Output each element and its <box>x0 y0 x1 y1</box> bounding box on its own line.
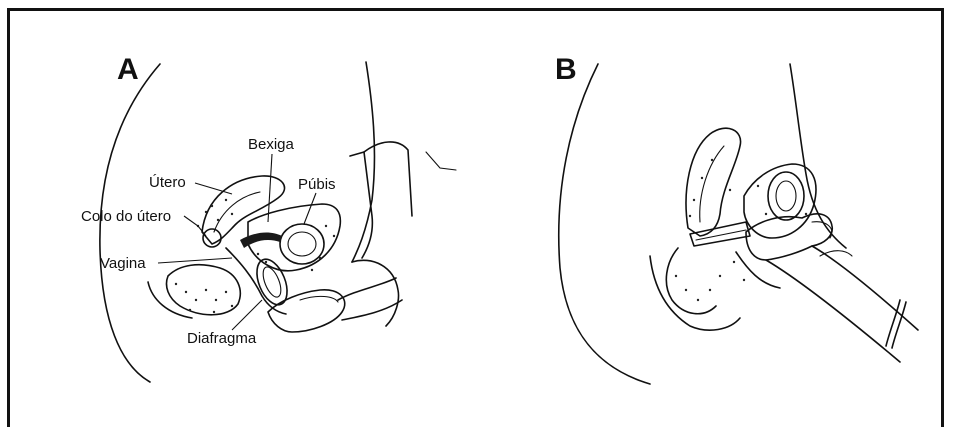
panel-a-finger <box>300 296 338 302</box>
label-pubis: Púbis <box>298 176 336 193</box>
panel-b-shading <box>675 159 807 301</box>
panel-b-back-outline <box>559 64 650 384</box>
panel-b-hand <box>746 214 832 260</box>
panel-a-pubic-bone-inner <box>288 232 316 256</box>
label-diafragma: Diafragma <box>187 330 257 347</box>
panel-b-pubic-bone <box>768 172 804 220</box>
panel-a-rectum <box>167 265 241 315</box>
panel-b-forearm <box>766 246 918 362</box>
label-colo-do-utero: Colo do útero <box>81 208 171 225</box>
panel-b-letter: B <box>555 53 577 86</box>
label-utero: Útero <box>149 174 186 191</box>
panel-b-abdomen-outline <box>790 64 846 248</box>
panel-b-pubic-bone-inner <box>776 181 796 211</box>
panel-a-vaginal-wall <box>240 233 282 248</box>
panel-b-buttock <box>650 256 740 330</box>
panel-a-forearm <box>338 278 402 320</box>
leader-pubis <box>304 193 316 224</box>
panel-a-diaphragm-device <box>251 255 293 309</box>
panel-b-rectum <box>666 248 716 314</box>
panel-a-pubic-bone <box>280 224 324 264</box>
leader-diafragma <box>232 300 262 330</box>
panel-a-thigh-line <box>426 152 456 170</box>
panel-b-bladder <box>744 164 816 238</box>
panel-b-diaphragm-device <box>690 222 750 246</box>
panel-a: A <box>81 53 456 382</box>
panel-b-forearm-crease <box>820 251 852 256</box>
panel-b: B <box>555 53 918 384</box>
panel-a-letter: A <box>117 53 139 86</box>
label-vagina: Vagina <box>100 255 146 272</box>
panel-a-buttock <box>148 282 192 318</box>
panel-b-uterus <box>686 128 741 236</box>
leader-vagina <box>158 258 232 263</box>
panel-b-bracelet <box>886 300 906 348</box>
label-bexiga: Bexiga <box>248 136 295 153</box>
